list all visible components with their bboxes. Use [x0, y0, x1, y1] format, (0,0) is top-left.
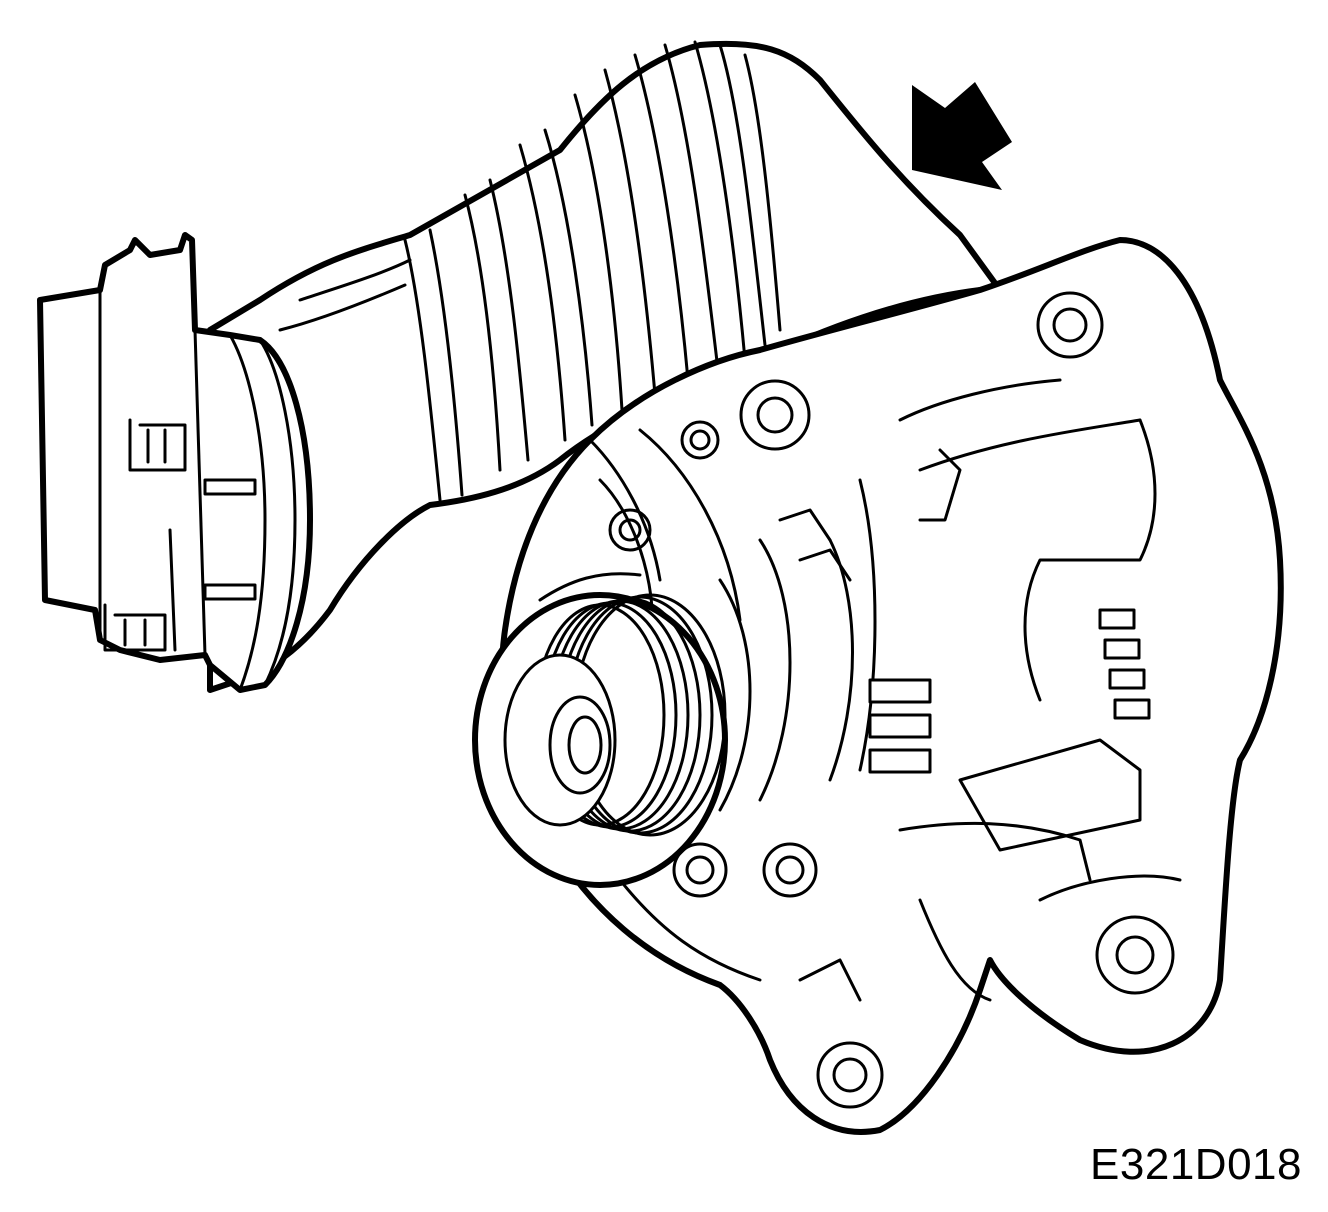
wiring-harness-boot	[207, 40, 1003, 693]
figure-reference-code: E321D018	[1090, 1140, 1302, 1189]
alternator-housing	[499, 237, 1284, 1135]
electrical-connector	[37, 232, 313, 693]
pulley	[472, 592, 728, 888]
direction-arrow-icon	[912, 82, 1012, 190]
